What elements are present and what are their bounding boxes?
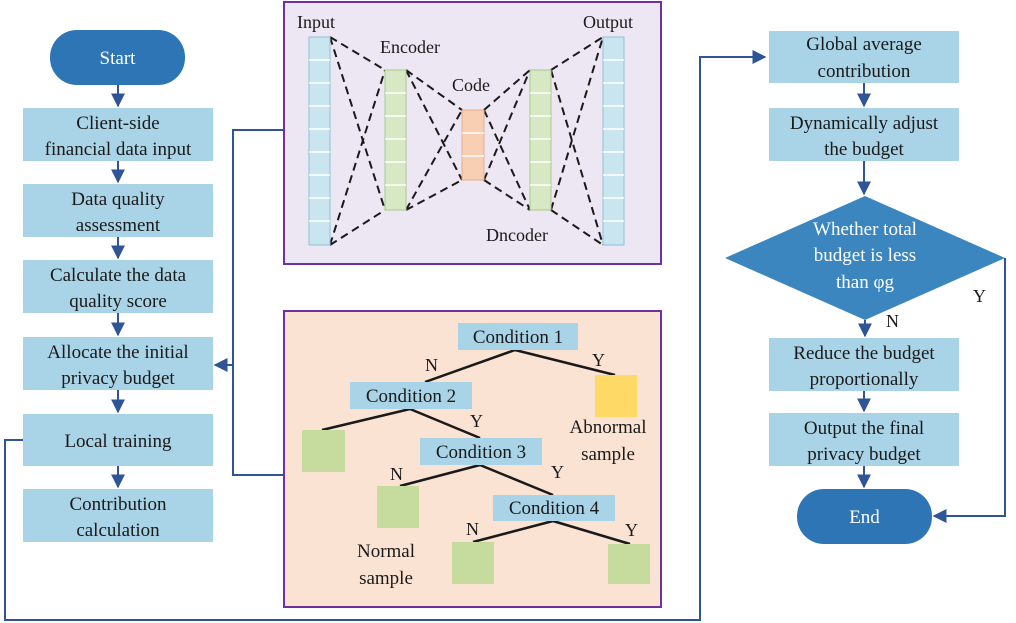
decision-line3: than φg — [836, 272, 894, 293]
decision-tree-panel: Condition 1 Condition 2 Condition 3 Cond… — [283, 310, 662, 608]
input-layer — [308, 36, 331, 246]
allocate-budget-line2: privacy budget — [61, 368, 175, 389]
output-layer — [602, 36, 625, 246]
allocate-budget-box — [23, 337, 213, 390]
adjust-budget-line1: Dynamically adjust — [790, 113, 939, 134]
start-terminal — [50, 30, 185, 85]
decision-y-label: Y — [973, 286, 986, 306]
abnormal-caption-line1: Abnormal — [569, 417, 646, 438]
reduce-budget-line2: proportionally — [810, 369, 919, 390]
leaf-condition-2-n — [302, 430, 345, 472]
normal-leaf — [377, 486, 419, 528]
branch-c4-y: Y — [625, 520, 638, 540]
encoder-label: Encoder — [380, 37, 440, 57]
decoder-label: Dncoder — [486, 225, 548, 245]
quality-score-line2: quality score — [69, 291, 167, 312]
quality-assessment-line2: assessment — [76, 215, 161, 236]
decision-n-label: N — [886, 311, 899, 331]
abnormal-caption-line2: sample — [581, 444, 635, 465]
end-terminal — [797, 489, 932, 544]
reduce-budget-line1: Reduce the budget — [793, 343, 935, 364]
local-training-label: Local training — [64, 431, 172, 452]
condition-3-label: Condition 3 — [436, 442, 526, 463]
condition-3-box — [420, 438, 542, 465]
reduce-budget-box — [769, 338, 959, 391]
normal-caption-line1: Normal — [357, 541, 415, 562]
contribution-line2: calculation — [76, 520, 160, 541]
global-average-line2: contribution — [818, 61, 911, 82]
output-final-line2: privacy budget — [807, 444, 921, 465]
adjust-budget-box — [769, 108, 959, 161]
encoder-layer — [384, 69, 407, 211]
allocate-budget-line1: Allocate the initial — [47, 342, 188, 363]
decision-line2: budget is less — [814, 245, 916, 266]
branch-c1-n: N — [425, 355, 438, 375]
code-label: Code — [452, 75, 490, 95]
code-layer — [461, 109, 485, 181]
quality-assessment-line1: Data quality — [71, 189, 165, 210]
autoencoder-connections — [329, 36, 604, 246]
client-input-line1: Client-side — [76, 113, 159, 134]
decision-line1: Whether total — [813, 219, 917, 240]
normal-caption-line2: sample — [359, 568, 413, 589]
branch-c2-y: Y — [470, 411, 483, 431]
loop-connector — [4, 50, 767, 621]
panel-bracket-connector — [213, 129, 283, 476]
condition-1-box — [458, 323, 578, 350]
decoder-layer — [529, 69, 552, 211]
left-flow: Start Client-side financial data input D… — [23, 30, 213, 542]
condition-1-label: Condition 1 — [473, 327, 563, 348]
client-input-line2: financial data input — [45, 139, 192, 160]
branch-c3-n: N — [390, 464, 403, 484]
condition-2-label: Condition 2 — [366, 386, 456, 407]
global-average-box — [769, 31, 959, 83]
input-label: Input — [297, 12, 335, 32]
global-average-line1: Global average — [806, 34, 922, 55]
branch-c3-y: Y — [551, 462, 564, 482]
local-training-box — [23, 414, 213, 466]
client-input-box — [23, 108, 213, 161]
adjust-budget-line2: the budget — [824, 139, 904, 160]
output-label: Output — [583, 12, 633, 32]
start-label: Start — [100, 48, 137, 69]
branch-c1-y: Y — [592, 350, 605, 370]
output-final-line1: Output the final — [804, 418, 924, 439]
autoencoder-panel: Input Encoder Code Dncoder Output — [283, 1, 662, 265]
right-flow-arrows — [857, 83, 1006, 523]
quality-score-line1: Calculate the data — [50, 265, 187, 286]
contribution-line1: Contribution — [69, 494, 167, 515]
condition-4-box — [493, 495, 615, 521]
quality-assessment-box — [23, 184, 213, 237]
tree-edges — [321, 348, 631, 546]
abnormal-leaf — [595, 375, 637, 417]
budget-decision-diamond — [725, 196, 1005, 320]
right-flow: Global average contribution Dynamically … — [725, 31, 1006, 544]
condition-4-label: Condition 4 — [509, 498, 600, 519]
leaf-condition-4-y — [608, 544, 650, 584]
leaf-condition-4-n — [452, 542, 494, 584]
condition-2-box — [350, 382, 472, 409]
quality-score-box — [23, 260, 213, 313]
contribution-box — [23, 489, 213, 542]
branch-c4-n: N — [466, 519, 479, 539]
end-label: End — [849, 507, 880, 528]
output-final-box — [769, 413, 959, 466]
